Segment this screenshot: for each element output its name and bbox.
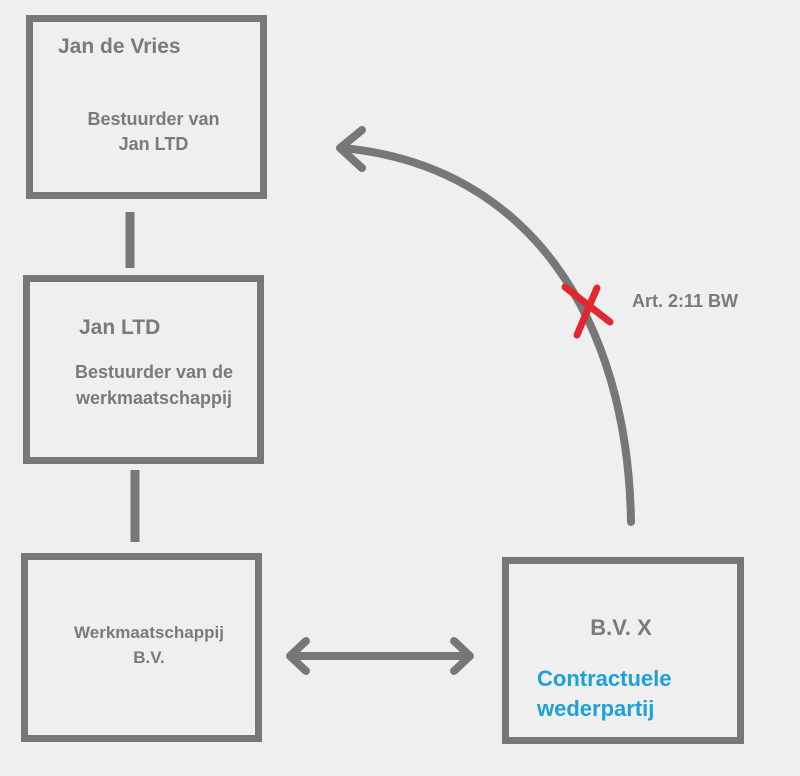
jan-ltd-name: Jan LTD (79, 316, 161, 339)
bv-x-role-line1: Contractuele (537, 666, 672, 691)
jan-ltd-role-line1: Bestuurder van de (74, 362, 234, 382)
bv-x-role-line2: wederpartij (537, 696, 655, 721)
box-jan-de-vries (26, 15, 267, 199)
box-werkmaatschappij (21, 553, 262, 742)
curved-arrow (336, 126, 635, 526)
jan-de-vries-role-line1: Bestuurder van (87, 109, 220, 129)
jan-ltd-role-line2: werkmaatschappij (75, 388, 233, 408)
article-label: Art. 2:11 BW (632, 291, 739, 311)
werkmaatschappij-line2: B.V. (133, 648, 165, 667)
double-arrow (286, 637, 474, 675)
jan-de-vries-name: Jan de Vries (58, 35, 181, 58)
red-cross-icon (561, 283, 614, 339)
bv-x-name: B.V. X (590, 615, 652, 640)
jan-de-vries-role-line2: Jan LTD (118, 134, 189, 154)
box-bv-x (502, 557, 744, 744)
box-jan-ltd (23, 275, 264, 464)
werkmaatschappij-line1: Werkmaatschappij (74, 623, 224, 642)
